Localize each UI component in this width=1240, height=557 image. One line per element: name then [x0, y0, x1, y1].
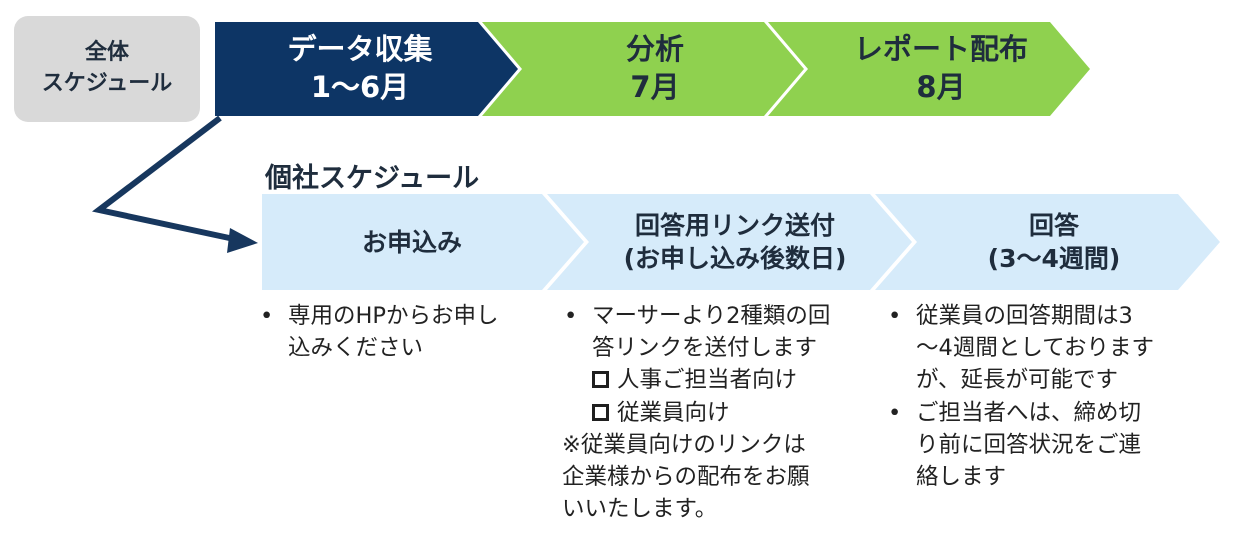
detail-bullet-list: 専用のHPからお申し 込みください — [258, 300, 538, 364]
checkbox-square-icon — [592, 371, 609, 389]
detail-line: 答リンクを送付します — [592, 335, 818, 362]
detail-line: ～4週間としております — [916, 335, 1154, 362]
detail-line: り前に回答状況をご連 — [916, 431, 1142, 458]
step-label-line: お申込み — [361, 227, 462, 257]
phase-title: データ収集 — [287, 32, 433, 67]
detail-bullet: マーサーより2種類の回 答リンクを送付します — [562, 300, 872, 364]
phase-title: レポート配布 — [853, 32, 1028, 67]
detail-bullet: 従業員の回答期間は3 ～4週間としております が、延長が可能です — [886, 300, 1206, 397]
step-chevron-link-send — [547, 194, 912, 290]
step-chevron-application — [262, 194, 584, 290]
phase-chevron-report — [768, 22, 1090, 116]
detail-line: ご担当者へは、締め切 — [916, 399, 1142, 426]
step-label-line: 回答用リンク送付 — [634, 211, 835, 240]
phase-chevron-data-collection — [215, 22, 518, 116]
detail-bullet: ご担当者へは、締め切 り前に回答状況をご連 絡します — [886, 397, 1206, 494]
phase-label-analysis: 分析 7月 — [520, 22, 790, 116]
detail-column-response: 従業員の回答期間は3 ～4週間としております が、延長が可能です ご担当者へは、… — [886, 300, 1206, 493]
company-schedule-title: 個社スケジュール — [265, 163, 480, 194]
step-label-application: お申込み — [262, 194, 562, 290]
phase-label-data-collection: データ収集 1～6月 — [215, 22, 505, 116]
checklist-item: 人事ご担当者向け — [562, 364, 872, 396]
step-label-line: (3～4週間) — [987, 244, 1121, 273]
checklist-item-label: 従業員向け — [617, 399, 730, 426]
detail-column-link-send: マーサーより2種類の回 答リンクを送付します 人事ご担当者向け 従業員向け ※従… — [562, 300, 872, 525]
checklist-item: 従業員向け — [562, 397, 872, 429]
step-label-line: 回答 — [1028, 211, 1079, 240]
step-chevron-response — [875, 194, 1220, 290]
note-line: ※従業員向けのリンクは — [562, 431, 806, 458]
overall-label-line: スケジュール — [41, 71, 173, 96]
phase-label-report: レポート配布 8月 — [806, 22, 1076, 116]
phase-period: 1～6月 — [310, 70, 410, 104]
phase-title: 分析 — [625, 32, 684, 67]
note-line: 企業様からの配布をお願 — [562, 463, 810, 490]
detail-line: 従業員の回答期間は3 — [916, 303, 1133, 329]
detail-line: 専用のHPからお申し — [288, 303, 499, 329]
detail-line: 絡します — [916, 463, 1007, 490]
step-label-link-send: 回答用リンク送付 (お申し込み後数日) — [580, 194, 890, 290]
detail-bullet-list: 従業員の回答期間は3 ～4週間としております が、延長が可能です ご担当者へは、… — [886, 300, 1206, 493]
connector-line — [91, 115, 235, 242]
phase-period: 8月 — [916, 70, 966, 104]
phase-period: 7月 — [630, 70, 680, 104]
note-line: いいたします。 — [562, 496, 718, 523]
checkbox-square-icon — [592, 403, 609, 421]
detail-bullet: 専用のHPからお申し 込みください — [258, 300, 538, 364]
overall-schedule-label: 全体 スケジュール — [14, 16, 200, 122]
detail-line: が、延長が可能です — [916, 367, 1119, 394]
detail-note: ※従業員向けのリンクは 企業様からの配布をお願 いいたします。 — [562, 429, 872, 526]
detail-line: 込みください — [288, 335, 424, 362]
step-label-line: (お申し込み後数日) — [623, 244, 847, 273]
overall-schedule-box — [14, 16, 200, 122]
phase-chevron-analysis — [482, 22, 804, 116]
checklist-item-label: 人事ご担当者向け — [617, 367, 798, 394]
connector-arrowhead — [227, 228, 258, 253]
step-label-response: 回答 (3～4週間) — [908, 194, 1200, 290]
detail-column-application: 専用のHPからお申し 込みください — [258, 300, 538, 364]
detail-bullet-list: マーサーより2種類の回 答リンクを送付します — [562, 300, 872, 364]
overall-label-line: 全体 — [84, 40, 129, 66]
detail-line: マーサーより2種類の回 — [592, 303, 831, 329]
